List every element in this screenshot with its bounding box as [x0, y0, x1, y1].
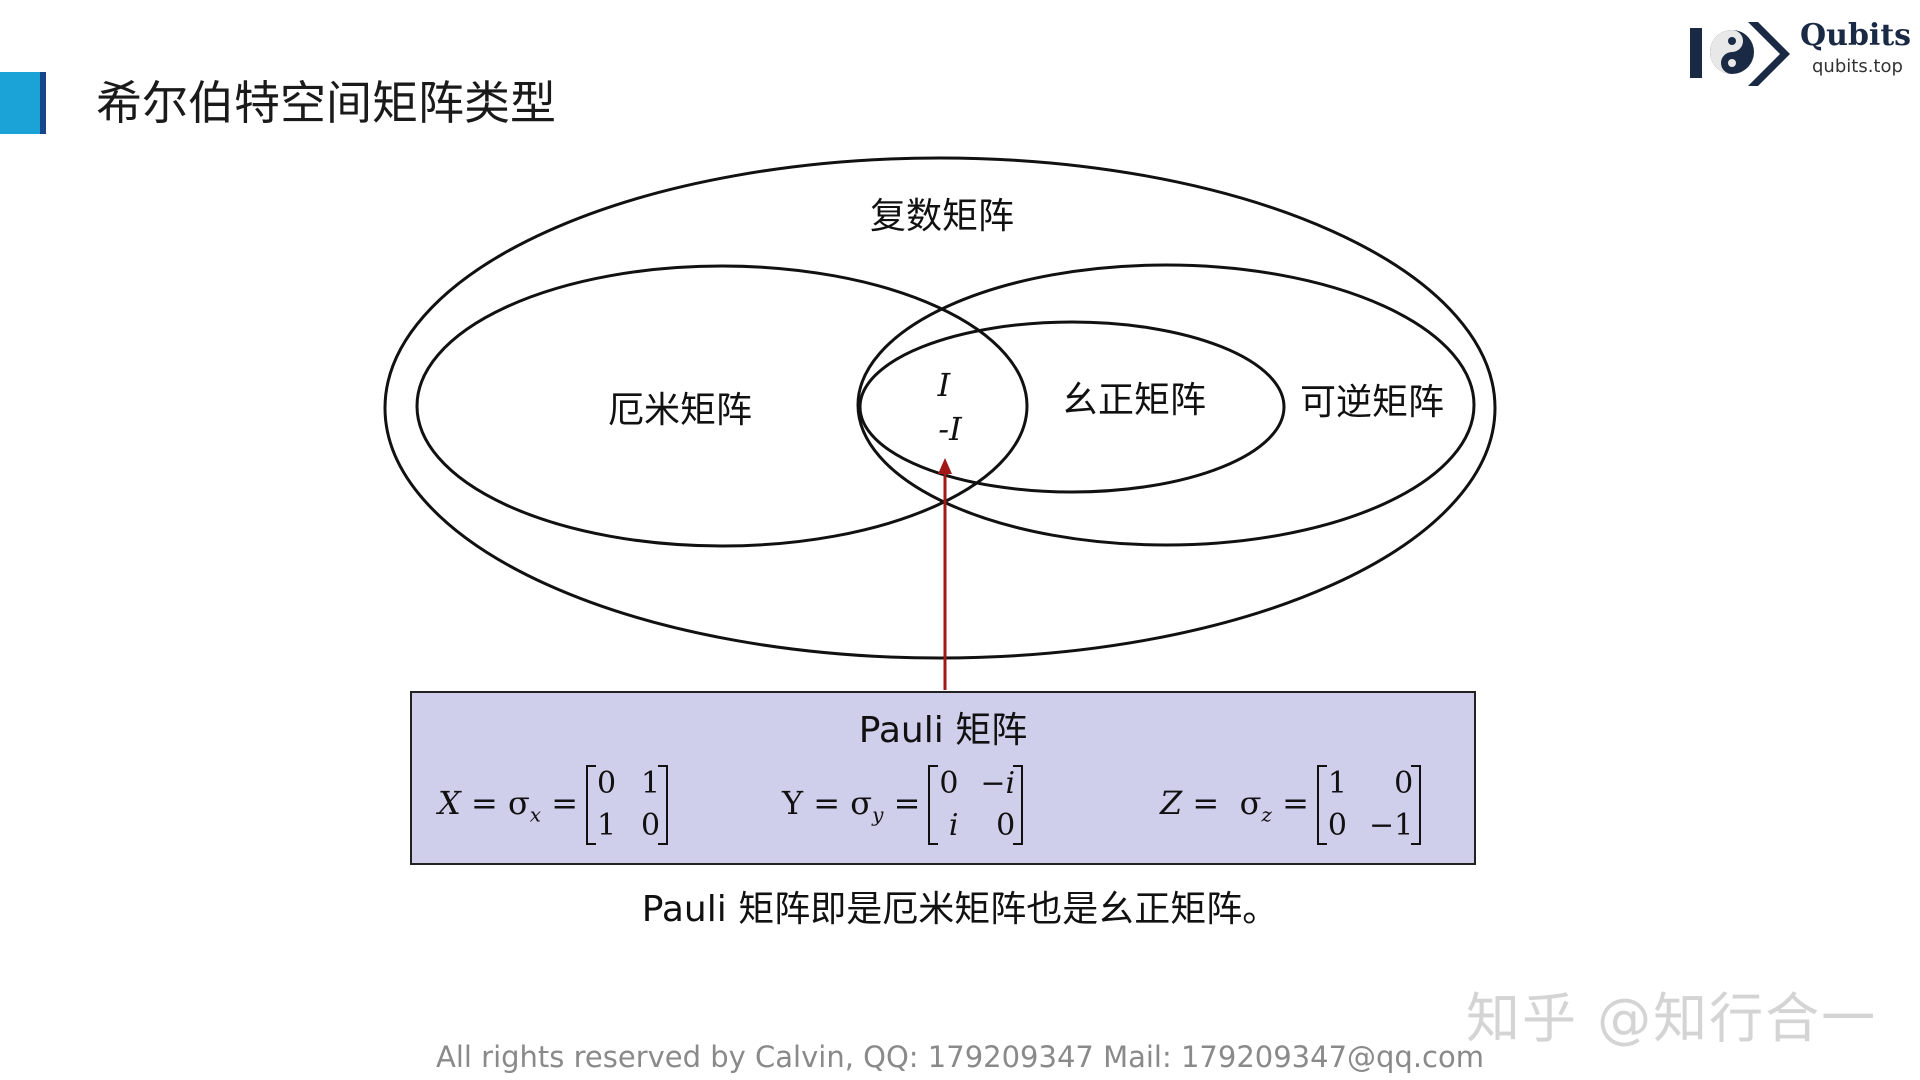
matrix-entry: 1 — [640, 766, 661, 801]
pauli-box-title: Pauli 矩阵 — [858, 710, 1028, 751]
hermitian-ellipse — [415, 264, 1029, 548]
pauli-y-name: Y — [782, 783, 804, 822]
identity-label: I — [937, 366, 952, 404]
pauli-z-matrix: 1 0 0 −1 — [1316, 761, 1422, 849]
matrix-entry: 1 — [596, 808, 617, 843]
hermitian-label: 厄米矩阵 — [608, 390, 752, 431]
pauli-x-name: X — [438, 783, 461, 822]
matrix-entry: 0 — [596, 766, 617, 801]
pauli-z-name: Z — [1160, 783, 1183, 822]
matrix-entry: 0 — [1394, 766, 1414, 801]
pauli-matrix-box: Pauli 矩阵 X = σx = 0 1 1 0 Y = σy = 0 −i … — [410, 691, 1476, 865]
logo-brand-text: Qubits — [1800, 18, 1912, 53]
matrix-entry: 1 — [1327, 766, 1347, 801]
matrix-entry: i — [948, 808, 959, 843]
pauli-y-lhs: Y = σy = — [782, 783, 921, 827]
pauli-z-sub: z — [1261, 802, 1272, 827]
pauli-x-sub: x — [529, 802, 542, 827]
pauli-arrow-head — [938, 458, 952, 474]
title-accent-bar — [0, 72, 46, 134]
pauli-caption: Pauli 矩阵即是厄米矩阵也是幺正矩阵。 — [641, 889, 1279, 930]
pauli-y-equation: Y = σy = 0 −i i 0 — [782, 755, 1023, 855]
matrix-entry: 0 — [996, 808, 1016, 843]
complex-matrix-ellipse — [383, 156, 1497, 660]
unitary-ellipse — [858, 320, 1286, 494]
complex-matrix-label: 复数矩阵 — [870, 196, 1014, 237]
invertible-ellipse — [856, 263, 1476, 547]
matrix-entry: 0 — [1327, 808, 1347, 843]
zhihu-watermark: 知乎 @知行合一 — [1466, 987, 1878, 1050]
matrix-entry: 0 — [640, 808, 661, 843]
pauli-x-matrix: 0 1 1 0 — [586, 761, 669, 849]
pauli-x-equation: X = σx = 0 1 1 0 — [438, 755, 669, 855]
pauli-y-sub: y — [872, 802, 884, 827]
pauli-z-equation: Z = σz = 1 0 0 −1 — [1160, 755, 1422, 855]
logo-site-text: qubits.top — [1812, 56, 1903, 77]
qubits-logo-icon — [1690, 22, 1790, 86]
matrix-entry: 0 — [939, 766, 959, 801]
pauli-x-lhs: X = σx = — [438, 783, 579, 827]
invertible-label: 可逆矩阵 — [1300, 382, 1444, 423]
copyright-footer: All rights reserved by Calvin, QQ: 17920… — [435, 1040, 1484, 1074]
matrix-entry: −1 — [1368, 808, 1414, 843]
matrix-entry: −i — [980, 766, 1016, 801]
unitary-label: 幺正矩阵 — [1062, 380, 1206, 421]
pauli-y-matrix: 0 −i i 0 — [928, 761, 1023, 849]
qubits-logo: Qubits qubits.top — [1690, 14, 1912, 94]
negative-identity-label: -I — [938, 410, 963, 448]
page-title: 希尔伯特空间矩阵类型 — [96, 76, 556, 130]
pauli-z-lhs: Z = σz = — [1160, 783, 1309, 827]
